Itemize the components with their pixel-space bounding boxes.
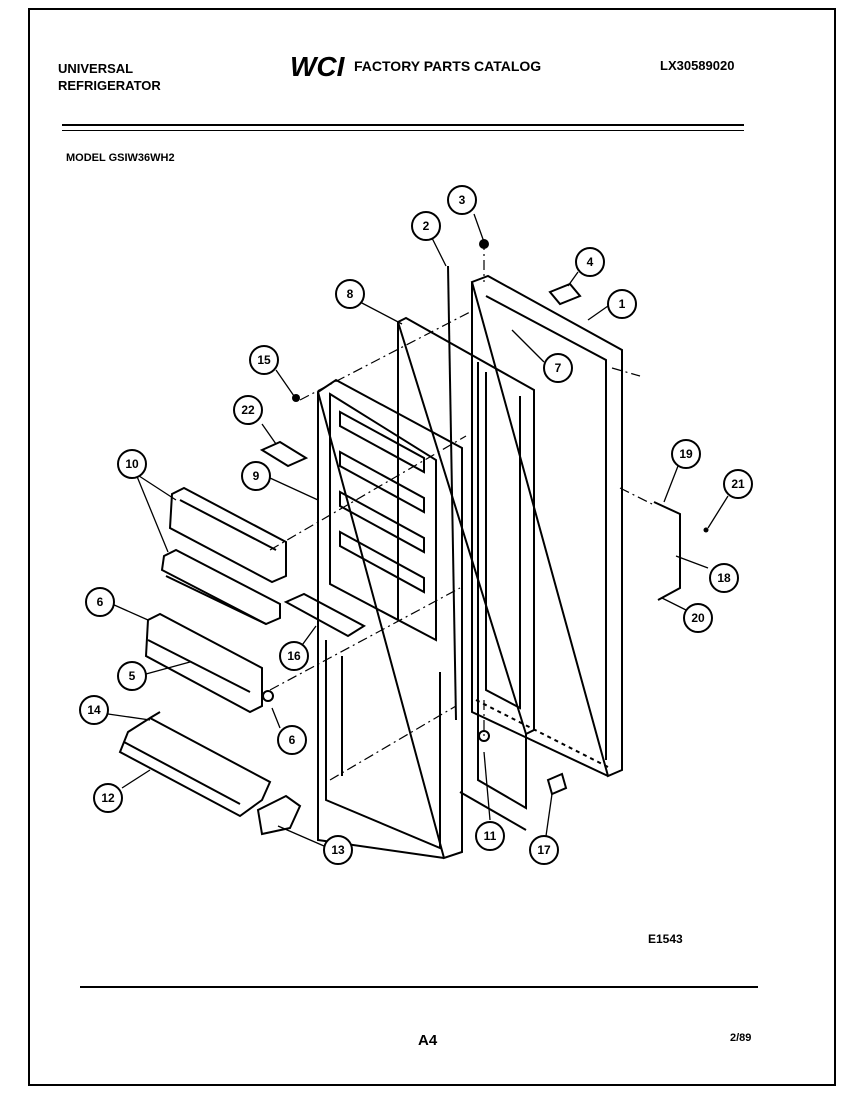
outer-door-panel [470, 274, 623, 778]
callout-2: 2 [411, 211, 441, 241]
door-bin [118, 711, 272, 818]
wci-logo-text: WCI [290, 52, 346, 80]
page-border [28, 8, 836, 1086]
door-liner [316, 378, 463, 860]
svg-text:21: 21 [731, 477, 745, 491]
gasket-strip [447, 265, 457, 721]
bin-bracket [256, 794, 302, 836]
part-4 [548, 282, 582, 306]
callout-3: 3 [447, 185, 477, 215]
footer-rule [80, 986, 758, 988]
svg-text:16: 16 [287, 649, 301, 663]
svg-text:1: 1 [619, 297, 626, 311]
callout-14: 14 [79, 695, 109, 725]
svg-text:17: 17 [537, 843, 551, 857]
catalog-title: FACTORY PARTS CATALOG [354, 58, 542, 74]
callout-18: 18 [709, 563, 739, 593]
callouts: 1 2 3 4 5 6 6 7 8 9 10 11 12 13 14 15 16… [79, 185, 753, 865]
svg-text:12: 12 [101, 791, 115, 805]
callout-15: 15 [249, 345, 279, 375]
page-id: A4 [418, 1032, 438, 1049]
center-lines [269, 240, 653, 781]
callout-4: 4 [575, 247, 605, 277]
svg-text:20: 20 [691, 611, 705, 625]
svg-text:19: 19 [679, 447, 693, 461]
figure-code: E1543 [648, 932, 683, 946]
header-rule [62, 124, 744, 126]
bar-shelf [144, 612, 263, 714]
callout-22: 22 [233, 395, 263, 425]
callout-12: 12 [93, 783, 123, 813]
callout-21: 21 [723, 469, 753, 499]
door-gasket [396, 316, 535, 831]
svg-text:18: 18 [717, 571, 731, 585]
svg-text:4: 4 [587, 255, 594, 269]
svg-text:10: 10 [125, 457, 139, 471]
callout-8: 8 [335, 279, 365, 309]
callout-1: 1 [607, 289, 637, 319]
callout-6-upper: 6 [85, 587, 115, 617]
callout-6-lower: 6 [277, 725, 307, 755]
door-handle [653, 501, 681, 601]
svg-text:3: 3 [459, 193, 466, 207]
callout-16: 16 [279, 641, 309, 671]
callout-17: 17 [529, 835, 559, 865]
svg-text:9: 9 [253, 469, 260, 483]
callout-11: 11 [475, 821, 505, 851]
svg-text:7: 7 [555, 361, 562, 375]
callout-13: 13 [323, 835, 353, 865]
model-label: MODEL GSIW36WH2 [66, 152, 175, 164]
svg-text:14: 14 [87, 703, 101, 717]
brand-line-2: REFRIGERATOR [58, 78, 161, 93]
callout-7: 7 [543, 353, 573, 383]
part-22 [259, 440, 309, 468]
egg-tray [283, 592, 366, 638]
svg-text:5: 5 [129, 669, 136, 683]
svg-text:13: 13 [331, 843, 345, 857]
hardware-dots [262, 239, 709, 742]
svg-text:2: 2 [423, 219, 430, 233]
catalog-date: 2/89 [730, 1032, 752, 1044]
callout-19: 19 [671, 439, 701, 469]
header-rule-thin [62, 130, 744, 131]
wci-logo: WCI [290, 52, 346, 80]
brand-block: UNIVERSAL REFRIGERATOR [58, 60, 218, 94]
svg-text:6: 6 [97, 595, 104, 609]
callout-20: 20 [683, 603, 713, 633]
door-shelf-upper [168, 486, 287, 584]
svg-text:6: 6 [289, 733, 296, 747]
svg-text:11: 11 [484, 829, 497, 843]
part-17 [546, 772, 568, 796]
svg-text:15: 15 [257, 353, 271, 367]
catalog-number: LX30589020 [660, 58, 735, 73]
callout-10: 10 [117, 449, 147, 479]
callout-leaders [107, 213, 729, 847]
brand-line-1: UNIVERSAL [58, 61, 134, 76]
svg-text:22: 22 [241, 403, 255, 417]
callout-9: 9 [241, 461, 271, 491]
svg-text:8: 8 [347, 287, 354, 301]
callout-5: 5 [117, 661, 147, 691]
door-shelf-lower [160, 548, 281, 626]
